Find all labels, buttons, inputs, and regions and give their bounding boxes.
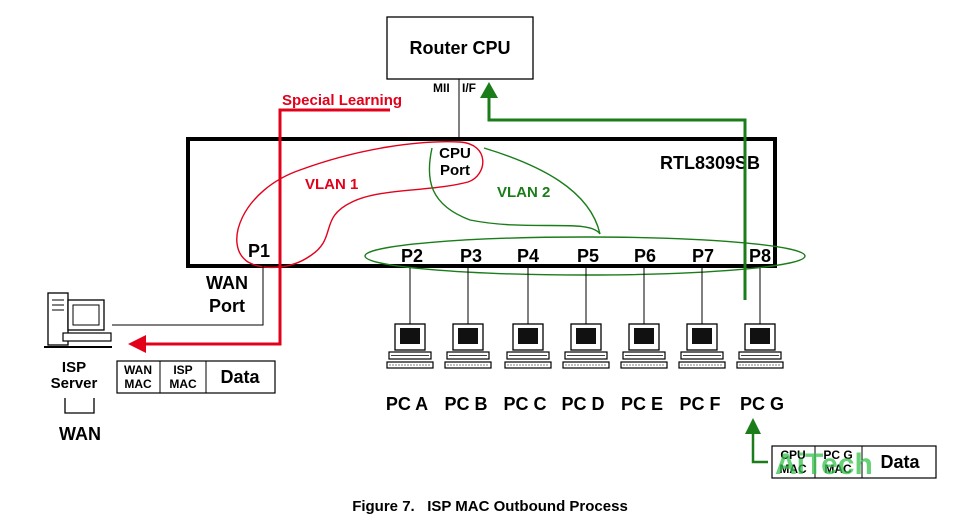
port-p8: P8 bbox=[749, 246, 771, 266]
vlan2-label: VLAN 2 bbox=[497, 184, 550, 201]
red-arrow-head bbox=[128, 335, 146, 353]
pc-g-input-path bbox=[751, 432, 768, 464]
pc-labels: PC A PC B PC C PC D PC E PC F PC G bbox=[386, 394, 784, 414]
outbound-wan-mac-2: MAC bbox=[124, 377, 152, 391]
pc-d-icon bbox=[562, 323, 610, 369]
port-cables bbox=[409, 268, 761, 324]
aitech-watermark: AiTech bbox=[775, 448, 873, 481]
vlan2-ports-ellipse bbox=[364, 236, 806, 276]
outbound-isp-mac-1: ISP bbox=[173, 363, 192, 377]
pc-f-label: PC F bbox=[679, 394, 720, 414]
port-p6: P6 bbox=[634, 246, 656, 266]
port-p7: P7 bbox=[692, 246, 714, 266]
vlan2-upper-curve-2 bbox=[483, 147, 601, 235]
green-arrow-head-up bbox=[480, 82, 498, 98]
cpu-port-label-1: CPU bbox=[439, 145, 471, 162]
pc-a-label: PC A bbox=[386, 394, 428, 414]
special-learning-path bbox=[140, 108, 390, 346]
inbound-cpu-mac-2: MAC bbox=[779, 462, 807, 476]
inbound-pcg-mac-2: MAC bbox=[824, 462, 852, 476]
green-arrow-head-pc bbox=[745, 418, 761, 434]
router-title: Router CPU bbox=[409, 38, 510, 58]
wan-label: WAN bbox=[59, 424, 101, 444]
pc-e-icon bbox=[620, 323, 668, 369]
wan-port-label-2: Port bbox=[209, 296, 245, 316]
wan-bracket bbox=[64, 398, 95, 414]
inbound-cpu-mac-1: CPU bbox=[780, 448, 805, 462]
pc-g-label: PC G bbox=[740, 394, 784, 414]
port-p5: P5 bbox=[577, 246, 599, 266]
inbound-packet: CPU MAC PC G MAC Data bbox=[771, 445, 937, 479]
port-labels: P2 P3 P4 P5 P6 P7 P8 bbox=[401, 246, 771, 266]
special-learning-label: Special Learning bbox=[282, 92, 402, 109]
pc-g-icon bbox=[736, 323, 784, 369]
inbound-data: Data bbox=[880, 452, 920, 472]
pc-e-label: PC E bbox=[621, 394, 663, 414]
pc-f-icon bbox=[678, 323, 726, 369]
mii-label: MII bbox=[433, 81, 450, 95]
isp-server-label-1: ISP bbox=[62, 359, 86, 376]
outbound-data: Data bbox=[220, 367, 260, 387]
pc-b-icon bbox=[444, 323, 492, 369]
port-p1: P1 bbox=[248, 241, 270, 261]
inbound-pcg-mac-1: PC G bbox=[823, 448, 852, 462]
isp-server-icon bbox=[44, 292, 112, 348]
pc-b-label: PC B bbox=[444, 394, 487, 414]
pc-c-label: PC C bbox=[503, 394, 546, 414]
router-cpu-box: Router CPU bbox=[386, 16, 534, 80]
outbound-wan-mac-1: WAN bbox=[124, 363, 152, 377]
port-p2: P2 bbox=[401, 246, 423, 266]
if-label: I/F bbox=[462, 81, 476, 95]
wan-port-label-1: WAN bbox=[206, 273, 248, 293]
pc-a-icon bbox=[386, 323, 434, 369]
figure-caption: Figure 7. ISP MAC Outbound Process bbox=[352, 498, 628, 515]
outbound-packet: WAN MAC ISP MAC Data bbox=[116, 360, 276, 394]
pc-c-icon bbox=[504, 323, 552, 369]
chip-name: RTL8309SB bbox=[660, 153, 760, 173]
cpu-port-label-2: Port bbox=[440, 162, 470, 179]
wan-cable bbox=[112, 266, 264, 326]
pc-d-label: PC D bbox=[561, 394, 604, 414]
cpu-upstream-path bbox=[487, 95, 747, 300]
vlan1-label: VLAN 1 bbox=[305, 176, 358, 193]
rtl8309sb-chip bbox=[186, 137, 777, 268]
vlan1-loop bbox=[236, 141, 484, 269]
port-p4: P4 bbox=[517, 246, 539, 266]
port-p3: P3 bbox=[460, 246, 482, 266]
vlan2-upper-curve bbox=[428, 147, 601, 235]
outbound-isp-mac-2: MAC bbox=[169, 377, 197, 391]
isp-server-label-2: Server bbox=[51, 375, 98, 392]
